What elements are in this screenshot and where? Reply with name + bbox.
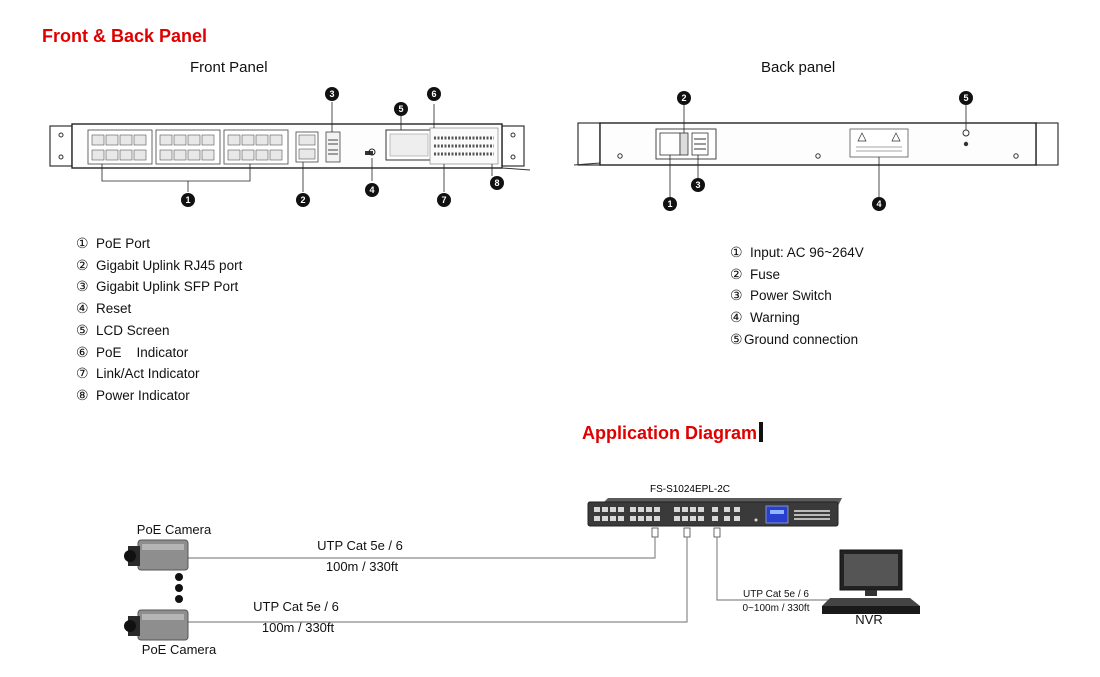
legend-item: ⑤Ground connection [730, 330, 859, 347]
text-cursor [759, 422, 764, 442]
svg-text:4: 4 [369, 185, 374, 195]
svg-text:5: 5 [963, 93, 968, 103]
link3-cable-label: UTP Cat 5e / 6 [743, 589, 809, 600]
back-callout-4: 4 [872, 197, 886, 211]
application-diagram: FS-S1024EPL-2C UTP Cat 5e / 6 100m / [124, 484, 920, 657]
nvr-label: NVR [855, 612, 882, 627]
svg-text:8: 8 [494, 178, 499, 188]
front-callout-4: 4 [365, 183, 379, 197]
link1-cable-label: UTP Cat 5e / 6 [317, 538, 403, 553]
nvr-icon [822, 549, 920, 614]
back-panel-illustration: 1 2 3 4 5 [573, 91, 1059, 211]
svg-text:7: 7 [441, 195, 446, 205]
svg-text:3: 3 [329, 89, 334, 99]
svg-text:6: 6 [431, 89, 436, 99]
front-panel-illustration: 1 2 3 4 5 6 7 8 [49, 87, 531, 207]
front-callout-5: 5 [394, 102, 408, 116]
poe-switch [587, 498, 842, 527]
link2-cable-label: UTP Cat 5e / 6 [253, 599, 339, 614]
back-callout-5: 5 [959, 91, 973, 105]
svg-text:1: 1 [185, 195, 190, 205]
link2-distance-label: 100m / 330ft [262, 620, 335, 635]
back-panel-title: Back panel [761, 59, 836, 76]
svg-text:2: 2 [681, 93, 686, 103]
front-callout-3: 3 [325, 87, 339, 101]
svg-text:2: 2 [300, 195, 305, 205]
front-callout-1: 1 [181, 193, 195, 207]
camera-top-label: PoE Camera [137, 522, 212, 537]
section-title: Front & Back Panel [42, 26, 208, 46]
link3-distance-label: 0~100m / 330ft [743, 603, 810, 614]
back-callout-3: 3 [691, 178, 705, 192]
svg-text:5: 5 [398, 104, 403, 114]
camera-bottom-label: PoE Camera [142, 642, 217, 657]
svg-text:4: 4 [876, 199, 881, 209]
back-callout-2: 2 [677, 91, 691, 105]
poe-camera-icon [124, 539, 189, 571]
application-title: Application Diagram [582, 422, 764, 444]
front-panel-title: Front Panel [190, 59, 268, 76]
svg-text:3: 3 [695, 180, 700, 190]
front-callout-7: 7 [437, 193, 451, 207]
front-callout-6: 6 [427, 87, 441, 101]
back-callout-1: 1 [663, 197, 677, 211]
svg-text:1: 1 [667, 199, 672, 209]
link1-distance-label: 100m / 330ft [326, 559, 399, 574]
switch-label: FS-S1024EPL-2C [650, 484, 730, 495]
front-callout-2: 2 [296, 193, 310, 207]
front-callout-8: 8 [490, 176, 504, 190]
ellipsis-dots-icon [175, 573, 183, 603]
poe-camera-icon [124, 609, 189, 641]
